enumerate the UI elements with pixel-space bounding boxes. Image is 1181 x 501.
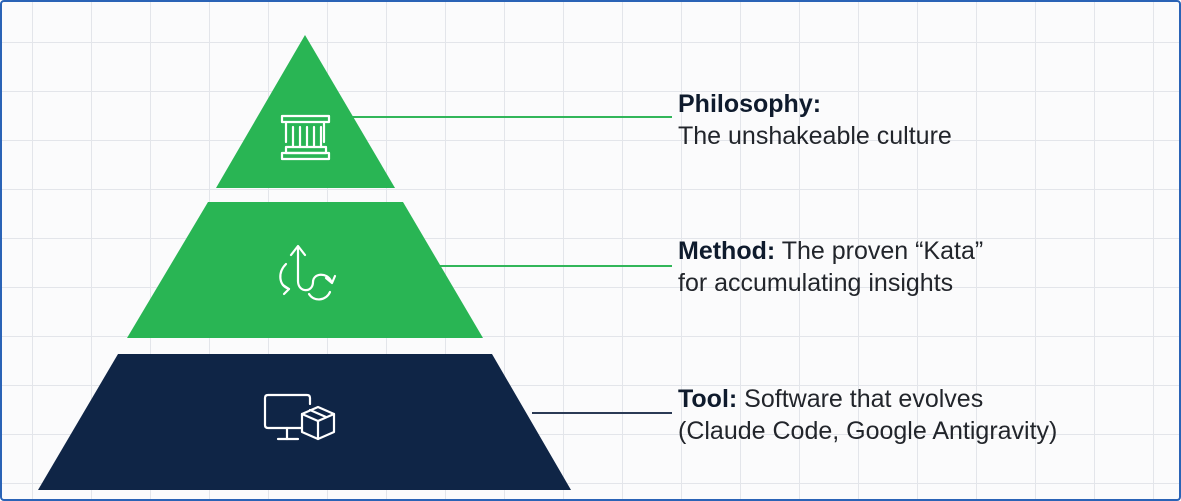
method-label: Method: The proven “Kata” for accumulati… [678, 235, 983, 299]
tool-line-1: Tool: Software that evolves [678, 383, 1057, 415]
tool-heading: Tool: [678, 385, 738, 413]
computer-package-icon [263, 393, 336, 441]
method-line-1-rest: The proven “Kata” [775, 237, 984, 265]
philosophy-description: The unshakeable culture [678, 122, 952, 150]
method-description: for accumulating insights [678, 269, 954, 297]
philosophy-line-1: Philosophy: [678, 88, 952, 120]
cycle-arrows-icon [279, 244, 337, 301]
pyramid-tier-tool [38, 354, 571, 490]
method-line-1: Method: The proven “Kata” [678, 235, 983, 267]
tool-description: (Claude Code, Google Antigravity) [678, 417, 1058, 445]
pyramid-tier-method [127, 202, 483, 338]
pillar-icon [280, 114, 331, 161]
tool-label: Tool: Software that evolves (Claude Code… [678, 383, 1057, 447]
philosophy-label: Philosophy: The unshakeable culture [678, 88, 952, 152]
pyramid-tier-philosophy [216, 35, 395, 188]
philosophy-heading: Philosophy: [678, 90, 822, 118]
tool-line-1-rest: Software that evolves [737, 385, 984, 413]
method-heading: Method: [678, 237, 776, 265]
